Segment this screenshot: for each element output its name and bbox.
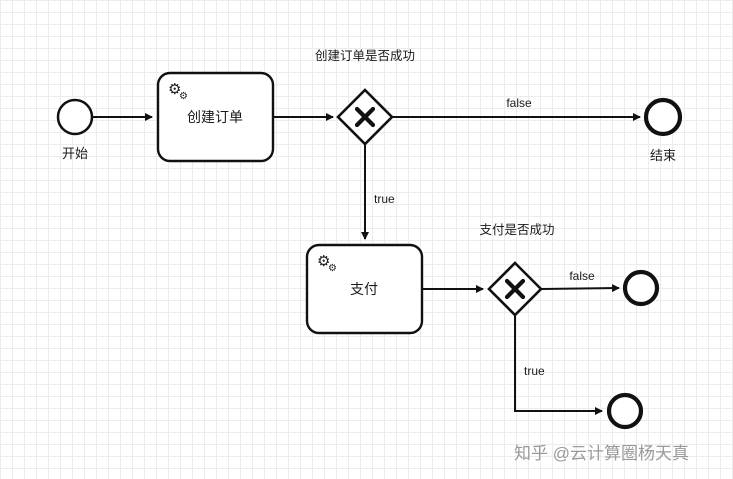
end-event-pay-false <box>622 269 660 307</box>
task-create-order-label: 创建订单 <box>187 109 243 125</box>
flow-order-false-label: false <box>506 96 532 110</box>
gateway-x-mark <box>354 106 376 128</box>
gear-icon: ⚙ <box>317 253 330 270</box>
flow-pay-false-label: false <box>569 269 595 283</box>
end-event-main-label: 结束 <box>650 148 676 163</box>
gateway-pay-success-label: 支付是否成功 <box>479 223 554 237</box>
gear-icon: ⚙ <box>179 91 188 102</box>
flow-pay-false <box>540 284 620 293</box>
gear-icon: ⚙ <box>168 81 181 98</box>
task-pay-label: 支付 <box>350 281 378 297</box>
start-event <box>56 98 94 136</box>
start-event-label: 开始 <box>62 146 88 161</box>
end-event-pay-true <box>606 392 644 430</box>
flow-pay-true-label: true <box>524 364 545 378</box>
gateway-order-success-label: 创建订单是否成功 <box>315 49 415 63</box>
watermark: 知乎 @云计算圈杨天真 <box>514 444 689 463</box>
gateway-x-mark <box>504 278 526 300</box>
flow-order-true-label: true <box>374 192 395 206</box>
end-event-main <box>643 97 683 137</box>
gear-icon: ⚙ <box>328 263 337 274</box>
flow-pay-true <box>514 315 603 415</box>
